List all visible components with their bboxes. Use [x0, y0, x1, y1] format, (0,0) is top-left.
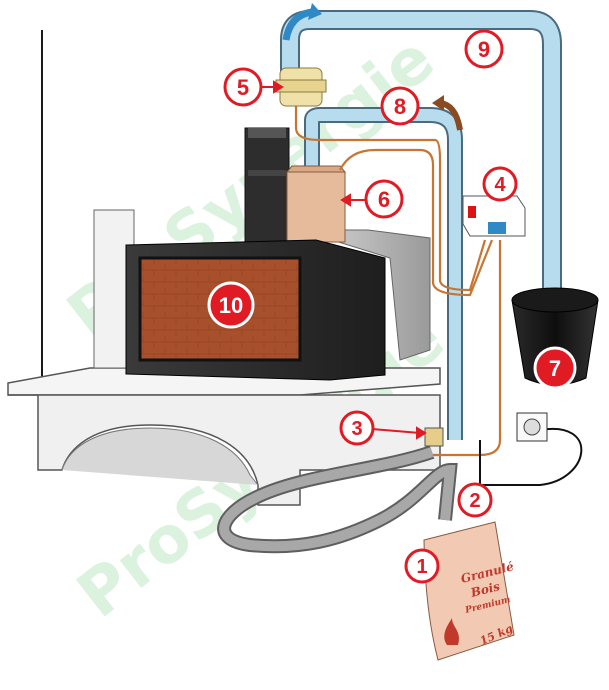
- label-6: 6: [364, 179, 404, 219]
- switch-icon[interactable]: [468, 206, 476, 218]
- stove: [125, 239, 386, 381]
- thermostat-display[interactable]: [488, 222, 506, 234]
- insert-housing: [299, 229, 431, 361]
- damper-thermostat: [275, 67, 327, 107]
- label-7: 7: [533, 346, 577, 390]
- label-3: 3: [339, 410, 375, 446]
- svg-text:9: 9: [478, 37, 490, 62]
- label-10: 10: [207, 281, 255, 329]
- svg-text:7: 7: [549, 356, 561, 381]
- label-2: 2: [457, 482, 493, 518]
- pellet-bag: Granulé Bois Premium 15 kg: [423, 521, 515, 661]
- hopper: [285, 165, 347, 243]
- suction-tank: [511, 287, 599, 386]
- pellet-hose: [217, 445, 458, 554]
- label-5: 5: [223, 67, 263, 107]
- svg-text:2: 2: [469, 490, 480, 512]
- svg-text:5: 5: [237, 75, 249, 100]
- curved-arrow-icon: [282, 8, 313, 41]
- label-9: 9: [464, 29, 504, 69]
- svg-text:1: 1: [416, 556, 427, 578]
- controller-box: [462, 195, 526, 237]
- socket-icon: [516, 412, 548, 442]
- label-1: 1: [404, 548, 440, 584]
- svg-text:6: 6: [378, 187, 390, 212]
- sensor-3: [424, 427, 444, 447]
- svg-text:3: 3: [351, 418, 362, 440]
- label-8: 8: [380, 86, 420, 126]
- curved-arrow-head: [432, 95, 444, 111]
- flame-icon: [444, 618, 459, 645]
- svg-text:10: 10: [219, 293, 243, 318]
- label-4: 4: [482, 166, 518, 202]
- curved-arrow-head: [308, 3, 322, 20]
- label-arrows: [262, 80, 427, 440]
- power-outlet: [479, 412, 583, 486]
- flue-pipe: [244, 127, 290, 254]
- svg-text:8: 8: [394, 94, 406, 119]
- svg-text:4: 4: [494, 174, 506, 196]
